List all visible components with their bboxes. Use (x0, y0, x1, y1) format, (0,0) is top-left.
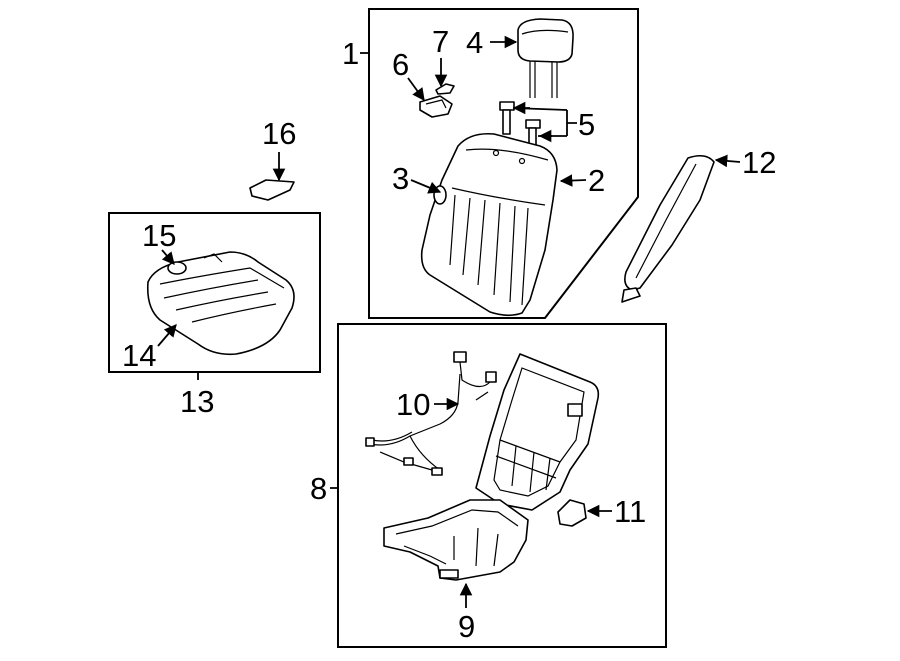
callout-7: 7 (432, 24, 449, 59)
seat-frame-group-box (337, 323, 667, 648)
headrest (517, 18, 574, 98)
seat-cushion (146, 251, 295, 356)
seat-back-emblem (433, 185, 447, 205)
headrest-guide (419, 95, 453, 118)
cushion-emblem (167, 261, 187, 275)
seat-back-cover (420, 132, 558, 317)
callout-13: 13 (180, 384, 214, 419)
frame-clip (557, 499, 587, 527)
leader-3 (410, 179, 442, 194)
callout-3: 3 (392, 161, 409, 196)
callout-12: 12 (742, 145, 776, 180)
seat-cushion-group-box (108, 212, 321, 373)
leader-15 (161, 249, 175, 265)
callout-15: 15 (142, 218, 176, 253)
leader-2 (559, 174, 587, 187)
clip-part (435, 83, 455, 95)
seat-back-group-box (368, 8, 639, 319)
leader-6 (407, 77, 425, 102)
leader-14 (157, 324, 177, 347)
callout-1: 1 (342, 36, 359, 71)
cushion-cover-tab (249, 179, 295, 201)
guide-sleeves (499, 101, 541, 153)
wiring-harness (365, 351, 497, 476)
callout-9: 9 (458, 609, 475, 644)
seat-back-frame (475, 353, 600, 511)
callout-8: 8 (310, 471, 327, 506)
seat-base-frame (383, 499, 529, 581)
callout-6: 6 (392, 47, 409, 82)
callout-4: 4 (466, 25, 483, 60)
leader-12 (714, 154, 741, 168)
callout-11: 11 (614, 494, 646, 529)
callout-14: 14 (122, 338, 156, 373)
callout-10: 10 (396, 387, 430, 422)
callout-5: 5 (578, 107, 595, 142)
leader-5 (512, 107, 577, 137)
callout-2: 2 (588, 163, 605, 198)
callout-16: 16 (262, 116, 296, 151)
side-trim-panel (621, 154, 715, 303)
